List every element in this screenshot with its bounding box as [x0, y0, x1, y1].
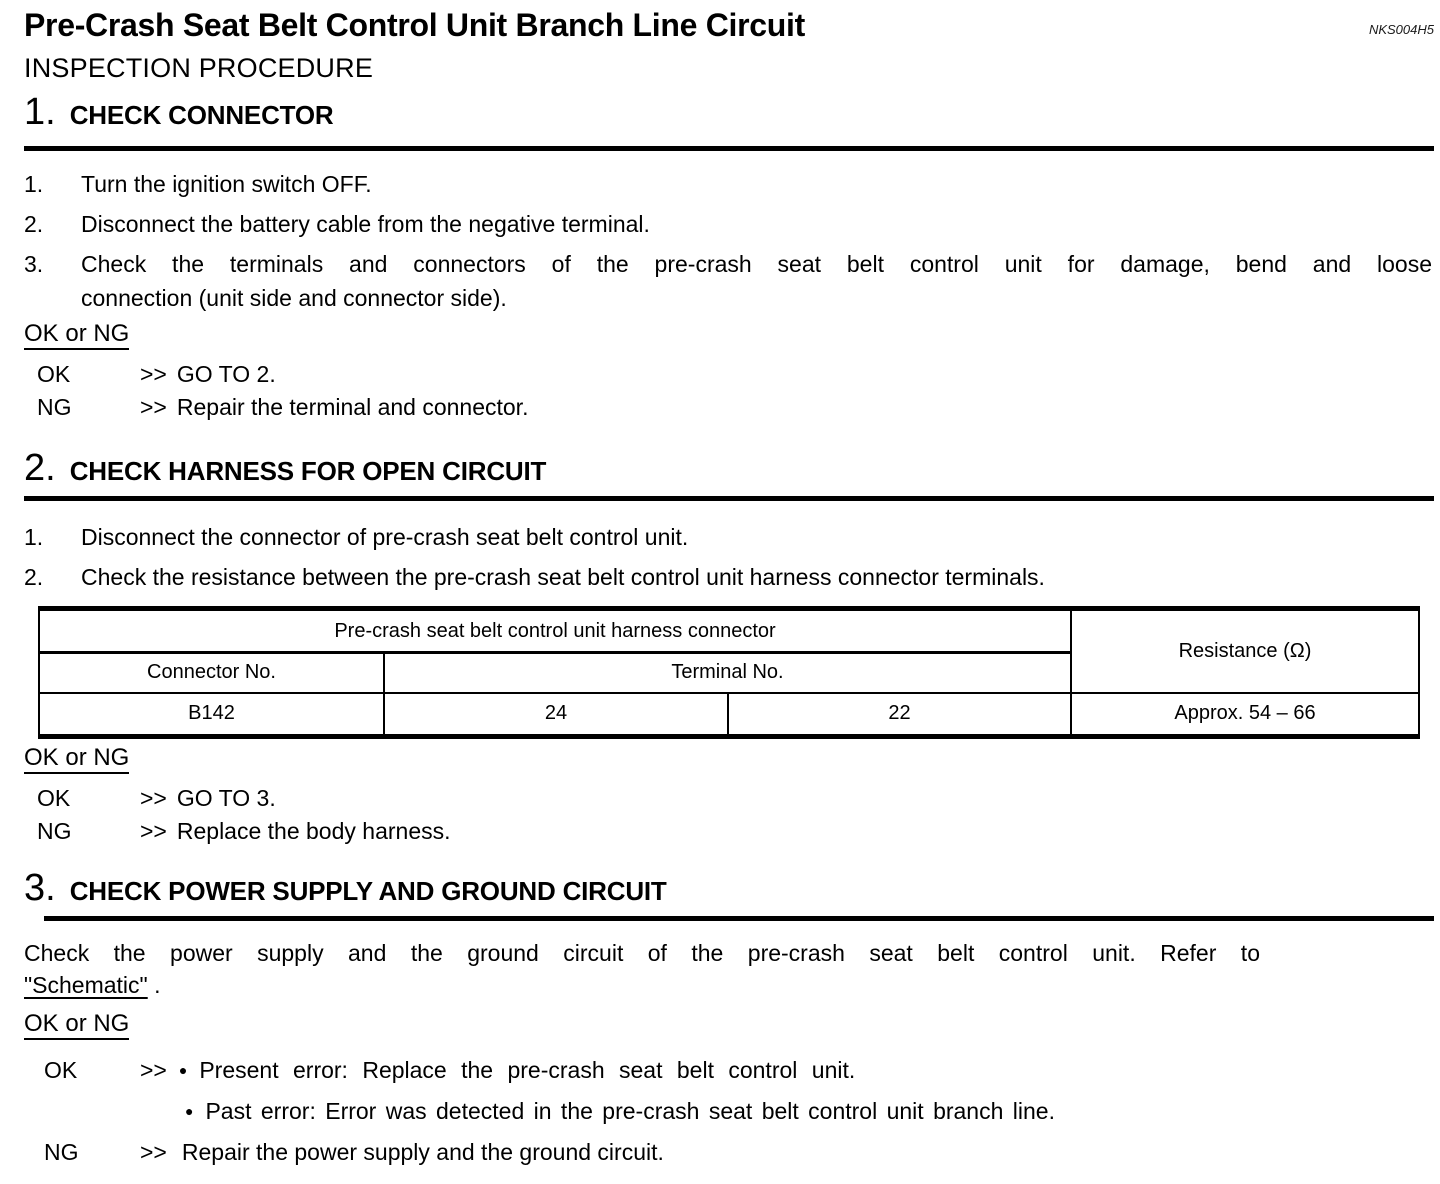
step-number: 2.: [24, 564, 44, 590]
step-item: 3. Check the terminals and connectors of…: [24, 247, 1434, 315]
section3-number: 3.: [24, 867, 56, 909]
result-text: GO TO 3.: [176, 785, 276, 811]
bullet-icon: ●: [178, 1062, 188, 1078]
result-row-ok: OK >> GO TO 3.: [37, 782, 1434, 815]
result-label: NG: [37, 394, 72, 420]
ok-or-ng-label: OK or NG: [24, 321, 130, 350]
schematic-link[interactable]: "Schematic": [24, 972, 148, 998]
section2-steps: 1. Disconnect the connector of pre-crash…: [24, 520, 1434, 594]
okng-wrap: OK or NG: [24, 1011, 1434, 1040]
step-text: Turn the ignition switch OFF.: [81, 171, 372, 197]
section2-divider: [24, 496, 1434, 501]
result-arrow: >>: [140, 361, 167, 387]
resistance-value: Approx. 54 – 66: [1174, 702, 1316, 725]
section3-heading: 3. CHECK POWER SUPPLY AND GROUND CIRCUIT: [24, 868, 1434, 908]
bullet-icon: ●: [185, 1103, 194, 1119]
step-number: 1.: [24, 524, 44, 550]
section2-title: CHECK HARNESS FOR OPEN CIRCUIT: [69, 456, 547, 486]
step-number: 2.: [24, 211, 44, 237]
result-row-ok: OK >> ● Present error: Replace the pre-c…: [44, 1054, 1434, 1087]
step-number: 1.: [24, 171, 44, 197]
section1-divider: [24, 146, 1434, 151]
terminal-a-value: 24: [384, 692, 729, 737]
step-number: 3.: [24, 251, 44, 277]
step-text: Check the terminals and connectors of th…: [81, 247, 1434, 315]
step-text-line2: connection (unit side and connector side…: [81, 285, 507, 311]
result-row-ok-continued: ● Past error: Error was detected in the …: [185, 1095, 1434, 1128]
table-terminal-header: Terminal No.: [384, 652, 1072, 694]
section3-results: OK >> ● Present error: Replace the pre-c…: [24, 1054, 1434, 1169]
step-item: 2. Check the resistance between the pre-…: [24, 560, 1434, 594]
result-label: OK: [44, 1057, 78, 1083]
table-group-header: Pre-crash seat belt control unit harness…: [39, 608, 1072, 654]
result-row-ng: NG >> Repair the terminal and connector.: [37, 391, 1434, 424]
ok-or-ng-label: OK or NG: [24, 1011, 130, 1040]
result-row-ng: NG >> Replace the body harness.: [37, 815, 1434, 848]
step-text: Disconnect the connector of pre-crash se…: [81, 524, 689, 550]
step-text-line1: Check the terminals and connectors of th…: [81, 251, 1432, 277]
section3-divider: [44, 916, 1434, 921]
section3-body-line1: Check the power supply and the ground ci…: [24, 940, 1260, 966]
result-label: OK: [37, 361, 71, 387]
terminal-b-value: 22: [728, 692, 1072, 737]
doc-header: Pre-Crash Seat Belt Control Unit Branch …: [24, 8, 1434, 42]
result-text: Repair the terminal and connector.: [176, 394, 529, 420]
section1-results: OK >> GO TO 2. NG >> Repair the terminal…: [24, 358, 1434, 424]
result-row-ok: OK >> GO TO 2.: [37, 358, 1434, 391]
section3-body-line2: "Schematic" .: [24, 969, 1260, 1001]
section1-steps: 1. Turn the ignition switch OFF. 2. Disc…: [24, 167, 1434, 315]
section1-heading: 1. CHECK CONNECTOR: [24, 92, 1434, 132]
section1-title: CHECK CONNECTOR: [69, 100, 334, 130]
connector-no-value: B142: [39, 692, 385, 737]
result-arrow: >>: [140, 818, 167, 844]
past-error-text: Past error: Error was detected in the pr…: [205, 1098, 1055, 1124]
table-row: B142 24 22 Approx. 54 – 66: [39, 692, 1419, 737]
inspection-procedure-heading: INSPECTION PROCEDURE: [24, 53, 374, 83]
section3-title: CHECK POWER SUPPLY AND GROUND CIRCUIT: [69, 876, 667, 906]
result-arrow: >>: [140, 1057, 167, 1083]
ok-or-ng-label: OK or NG: [24, 745, 130, 774]
section2-number: 2.: [24, 447, 56, 489]
result-text: GO TO 2.: [176, 361, 276, 387]
result-arrow: >>: [140, 394, 167, 420]
result-row-ng: NG >> Repair the power supply and the gr…: [44, 1136, 1434, 1169]
section2-results: OK >> GO TO 3. NG >> Replace the body ha…: [24, 782, 1434, 848]
result-arrow: >>: [140, 1139, 167, 1165]
result-arrow: >>: [140, 785, 167, 811]
section3-paragraph: Check the power supply and the ground ci…: [24, 937, 1260, 1001]
okng-wrap: OK or NG: [24, 745, 1434, 774]
result-label: OK: [37, 785, 71, 811]
link-suffix: .: [147, 972, 161, 998]
step-text: Disconnect the battery cable from the ne…: [81, 211, 650, 237]
page-title: Pre-Crash Seat Belt Control Unit Branch …: [24, 7, 805, 43]
table-connector-header: Connector No.: [39, 652, 385, 694]
step-item: 1. Turn the ignition switch OFF.: [24, 167, 1434, 201]
table-resistance-header: Resistance (Ω): [1071, 608, 1419, 694]
okng-wrap: OK or NG: [24, 321, 1434, 350]
result-text: Replace the body harness.: [176, 818, 451, 844]
present-error-text: Present error: Replace the pre-crash sea…: [199, 1057, 856, 1083]
step-item: 2. Disconnect the battery cable from the…: [24, 207, 1434, 241]
doc-code: NKS004H5: [1368, 22, 1434, 37]
result-text: Repair the power supply and the ground c…: [181, 1139, 664, 1165]
step-item: 1. Disconnect the connector of pre-crash…: [24, 520, 1434, 554]
section2-heading: 2. CHECK HARNESS FOR OPEN CIRCUIT: [24, 448, 1434, 488]
result-label: NG: [44, 1139, 79, 1165]
result-label: NG: [37, 818, 72, 844]
resistance-table: Pre-crash seat belt control unit harness…: [38, 606, 1420, 739]
section1-number: 1.: [24, 91, 56, 133]
step-text: Check the resistance between the pre-cra…: [81, 564, 1045, 590]
